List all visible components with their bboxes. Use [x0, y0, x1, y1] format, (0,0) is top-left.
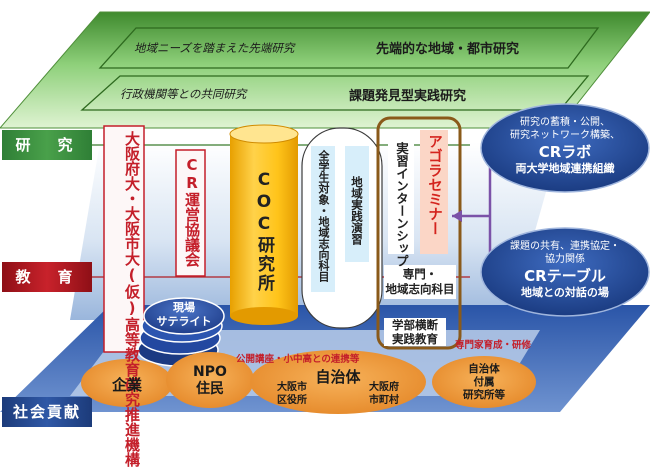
label-research: 研 究	[15, 136, 79, 154]
partner-osaka-pref: 大阪府 市町村	[354, 381, 414, 407]
partner-osaka-pref-line2: 市町村	[369, 395, 399, 406]
partner-local-gov: 自治体	[315, 368, 361, 386]
top-row2-left: 行政機関等との共同研究	[120, 87, 247, 101]
partner-institutes: 自治体 付属 研究所等	[444, 363, 524, 402]
internship: 実習インターンシップ	[394, 142, 409, 267]
partner-inst-line3: 研究所等	[463, 389, 505, 401]
partner-inst-line2: 付属	[473, 376, 495, 388]
partner-npo: NPO 住民	[166, 364, 254, 398]
satellite-line2: サテライト	[156, 315, 212, 328]
partner-company: 企業	[111, 376, 142, 394]
specialty-line1: 専門・	[402, 267, 438, 281]
subject-all-students: 全学生対象・地域志向科目	[317, 150, 330, 282]
partner-osaka-pref-line1: 大阪府	[369, 382, 399, 393]
agora-seminar: アゴラセミナー	[426, 134, 442, 236]
cr-table: 課題の共有、連携協定・ 協力関係 CRテーブル 地域との対話の場	[485, 240, 645, 300]
partner-osaka-city: 大阪市 区役所	[262, 381, 322, 407]
note-public-lectures: 公開講座・小中高との連携等	[236, 354, 360, 365]
cr-council: CR運営協議会	[183, 156, 201, 267]
diagram: 研 究 教 育 社会貢献 地域ニーズを踏まえた先端研究 先端的な地域・都市研究 …	[0, 11, 650, 467]
cr-table-desc1: 課題の共有、連携協定・	[510, 241, 620, 252]
specialty-subjects: 専門・ 地域志向科目	[384, 267, 456, 297]
note-professional: 専門家育成・研修	[455, 340, 532, 351]
cr-lab-title: CRラボ	[538, 143, 592, 161]
cross-faculty-line1: 学部横断	[392, 318, 438, 332]
top-row2-right: 課題発見型実践研究	[349, 89, 467, 104]
field-satellite: 現場 サテライト	[148, 301, 220, 329]
cr-table-desc2: 協力関係	[545, 254, 585, 265]
partner-osaka-city-line1: 大阪市	[277, 382, 307, 393]
cr-lab-sub: 両大学地域連携組織	[515, 162, 615, 175]
top-row1-right: 先端的な地域・都市研究	[376, 42, 520, 57]
coc-center: COC研究所	[254, 170, 274, 293]
partner-npo-line1: NPO	[193, 364, 227, 380]
cr-table-sub: 地域との対話の場	[521, 286, 609, 299]
subject-practice: 地域実践演習	[350, 176, 364, 245]
specialty-line2: 地域志向科目	[385, 282, 455, 296]
label-education: 教 育	[15, 268, 79, 286]
satellite-line1: 現場	[173, 301, 195, 314]
cr-lab-desc1: 研究の蓄積・公開、	[520, 117, 610, 128]
cross-faculty-line2: 実践教育	[392, 332, 438, 346]
diagram-background	[0, 11, 650, 427]
partner-inst-line1: 自治体	[468, 363, 500, 375]
partner-npo-line2: 住民	[196, 381, 224, 397]
osaka-org-title: 大阪府大・大阪市大(仮)高等教育研究推進機構	[123, 131, 141, 467]
cr-lab-desc2: 研究ネットワーク構築、	[510, 130, 620, 141]
cr-table-title: CRテーブル	[524, 267, 606, 285]
cr-lab: 研究の蓄積・公開、 研究ネットワーク構築、 CRラボ 両大学地域連携組織	[485, 116, 645, 176]
label-social: 社会貢献	[12, 403, 81, 421]
top-row1-left: 地域ニーズを踏まえた先端研究	[134, 41, 295, 55]
partner-osaka-city-line2: 区役所	[277, 395, 307, 406]
cross-faculty: 学部横断 実践教育	[384, 318, 446, 346]
